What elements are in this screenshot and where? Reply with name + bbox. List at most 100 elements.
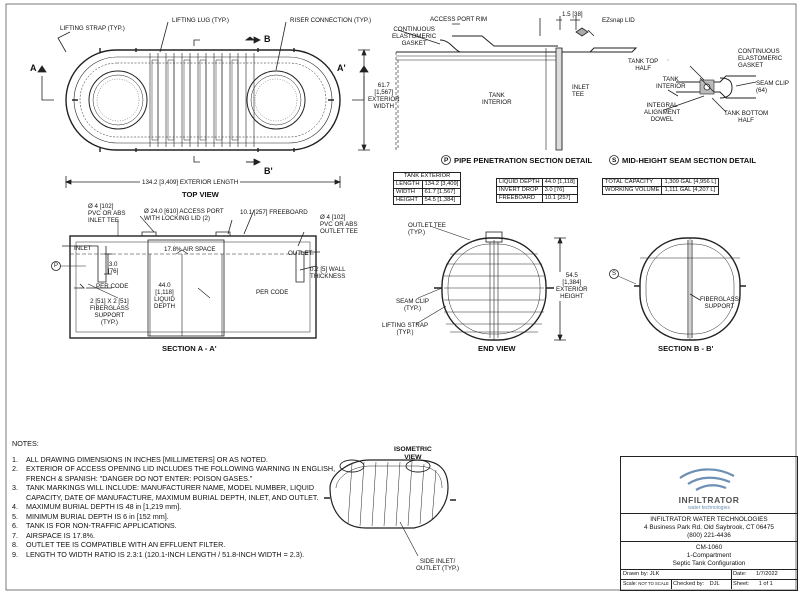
label-outlet-pipe: Ø 4 [102] PVC OR ABS OUTLET TEE <box>320 214 358 236</box>
label-tank-top-half: TANK TOP HALF <box>628 58 659 73</box>
marker-s-circle <box>609 155 619 165</box>
marker-p-detail: P <box>444 157 449 164</box>
label-lifting-strap: LIFTING STRAP (TYP.) <box>60 25 125 32</box>
drawing-date: Date: 1/7/2022 <box>733 571 778 577</box>
table-cell: WIDTH <box>393 188 423 197</box>
drawing-info: CM-1060 1-Compartment Septic Tank Config… <box>621 544 797 568</box>
label-outlet-tee: OUTLET TEE (TYP.) <box>408 222 446 237</box>
title-section-aa: SECTION A - A' <box>162 344 217 353</box>
label-seam-clip: SEAM CLIP (64) <box>756 80 790 95</box>
marker-p-circle <box>441 155 451 165</box>
drawing-scale: Scale: NOT TO SCALE <box>623 581 669 587</box>
label-fiberglass-support: 2 [51] X 2 [51] FIBERGLASS SUPPORT (TYP.… <box>90 298 129 327</box>
marker-s-section <box>609 269 619 279</box>
label-end-lifting-strap: LIFTING STRAP (TYP.) <box>382 322 429 337</box>
drawing-desc-2: Septic Tank Configuration <box>672 560 746 567</box>
company-phone: (800) 221-4436 <box>687 532 731 539</box>
table-cell: LENGTH <box>393 180 423 189</box>
table-cell: WORKING VOLUME <box>601 186 663 195</box>
label-access-port: Ø 24.0 [610] ACCESS PORT WITH LOCKING LI… <box>144 208 224 223</box>
drawn-by: Drawn by: JLK <box>623 571 660 577</box>
label-inlet-pipe: Ø 4 [102] PVC OR ABS INLET TEE <box>88 203 126 225</box>
table-cell: FREEBOARD <box>496 194 543 203</box>
label-access-port-rim: ACCESS PORT RIM <box>430 16 488 23</box>
note-item: 7.AIRSPACE IS 17.8%. <box>12 530 95 540</box>
model-number: CM-1060 <box>695 544 723 551</box>
marker-s-detail: S <box>612 157 617 164</box>
label-pipe-gasket: CONTINUOUS ELASTOMERIC GASKET <box>392 26 437 48</box>
label-seam-tank-interior: TANK INTERIOR <box>656 76 686 91</box>
company-name: INFILTRATOR WATER TECHNOLOGIES <box>650 516 768 523</box>
end-view-drawing <box>415 225 566 342</box>
marker-a: A <box>30 63 37 73</box>
table-cell: TOTAL CAPACITY <box>601 178 663 187</box>
note-item: 5.MINIMUM BURIAL DEPTH IS 6 in [152 mm]. <box>12 511 169 521</box>
title-top-view: TOP VIEW <box>182 190 219 199</box>
note-item: 1.ALL DRAWING DIMENSIONS IN INCHES [MILL… <box>12 454 268 464</box>
table-cell: HEIGHT <box>393 196 423 205</box>
table-cell: INVERT DROP <box>496 186 543 195</box>
seam-detail-drawing <box>663 59 757 113</box>
checked-by: Checked by: DJL <box>673 581 720 587</box>
notes-heading: NOTES: <box>12 439 39 448</box>
table-cell: 10.1 [257] <box>541 194 578 203</box>
label-per-code-inlet: PER CODE <box>96 283 129 290</box>
label-pipe-tank-interior: TANK INTERIOR <box>482 92 512 107</box>
table-cell: 61.7 [1,567] <box>421 188 462 197</box>
label-wall-thickness: 0.2 [5] WALL THICKNESS <box>310 266 346 281</box>
label-end-seam-clip: SEAM CLIP (TYP.) <box>396 298 430 313</box>
table-cell: LIQUID DEPTH <box>496 178 543 187</box>
marker-p-section-label: P <box>54 263 59 269</box>
label-seam-gasket: CONTINUOUS ELASTOMERIC GASKET <box>738 48 783 70</box>
note-item: 8.OUTLET TEE IS COMPATIBLE WITH AN EFFLU… <box>12 540 226 549</box>
title-section-bb: SECTION B - B' <box>658 344 714 353</box>
label-ezsnap-lid: EZsnap LID <box>602 17 635 24</box>
table-cell: 44.0 [1,118] <box>541 178 578 187</box>
title-pipe-detail: PIPE PENETRATION SECTION DETAIL <box>454 156 593 165</box>
marker-s-section-label: S <box>612 271 617 277</box>
dim-exterior-width: 61.7 [1,567] EXTERIOR WIDTH <box>368 82 400 111</box>
marker-b-prime: B' <box>264 166 273 176</box>
section-bb-drawing <box>609 237 746 341</box>
table-cell: 1,309 GAL [4,956 L] <box>661 178 720 187</box>
note-item: 4.MAXIMUM BURIAL DEPTH IS 48 in [1,219 m… <box>12 502 182 511</box>
label-freeboard: 10.1 [257] FREEBOARD <box>240 209 308 216</box>
label-outlet: OUTLET <box>288 250 313 257</box>
logo-mark <box>679 468 735 491</box>
label-air-space: 17.8% AIR SPACE <box>164 246 216 253</box>
isometric-drawing <box>324 459 456 557</box>
dim-rim: 1.5 [38] <box>562 11 583 18</box>
title-isometric: ISOMETRIC VIEW <box>394 446 432 461</box>
title-block: INFILTRATOR water technologies INFILTRAT… <box>620 456 798 591</box>
company-address: 4 Business Park Rd. Old Saybrook, CT 064… <box>644 524 774 531</box>
dim-invert: 3.0 [76] <box>108 261 119 276</box>
table-cell: 3.0 [76] <box>541 186 578 195</box>
top-view-drawing <box>37 21 370 188</box>
label-tank-bottom-half: TANK BOTTOM HALF <box>724 110 769 125</box>
table-cell: 134.2 [3,409] <box>421 180 462 189</box>
marker-a-prime: A' <box>337 63 346 73</box>
pipe-penetration-drawing <box>395 16 638 151</box>
dim-liquid-depth: 44.0 [1,118] LIQUID DEPTH <box>154 282 175 311</box>
label-bb-fiberglass: FIBERGLASS SUPPORT <box>700 296 739 311</box>
title-seam-detail: MID-HEIGHT SEAM SECTION DETAIL <box>622 156 757 165</box>
label-side-inlet: SIDE INLET/ OUTLET (TYP.) <box>416 558 460 573</box>
note-item: 3.TANK MARKINGS WILL INCLUDE: MANUFACTUR… <box>12 483 319 502</box>
sheet-border <box>5 3 797 591</box>
label-riser-connection: RISER CONNECTION (TYP.) <box>290 17 372 24</box>
table-cell: 1,111 GAL [4,207 L] <box>661 186 720 195</box>
note-item: 9.LENGTH TO WIDTH RATIO IS 2.3:1 (120.1-… <box>12 549 305 559</box>
title-end-view: END VIEW <box>478 344 516 353</box>
section-aa-drawing <box>51 209 320 339</box>
label-inlet: INLET <box>74 245 92 252</box>
marker-b: B <box>264 34 271 44</box>
logo-subtitle: water technologies <box>688 505 730 511</box>
notes-block: NOTES: 1.ALL DRAWING DIMENSIONS IN INCHE… <box>12 439 336 559</box>
note-item: 2.EXTERIOR OF ACCESS OPENING LID INCLUDE… <box>12 464 336 483</box>
dim-exterior-height: 54.5 [1,384] EXTERIOR HEIGHT <box>556 272 588 301</box>
table-cell: 54.5 [1,384] <box>421 196 462 205</box>
